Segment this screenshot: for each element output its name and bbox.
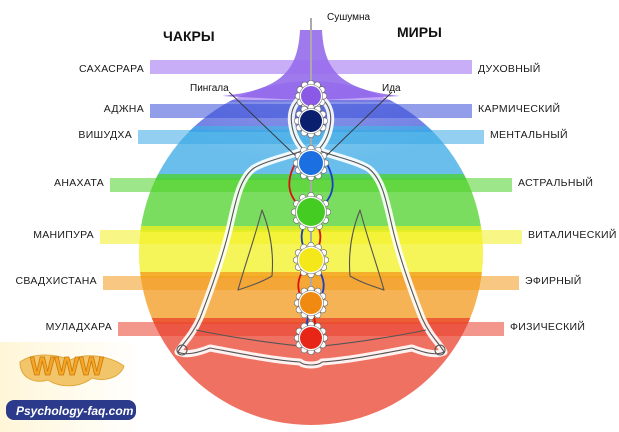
chakra-7 xyxy=(293,320,328,355)
world-map-icon xyxy=(19,354,125,387)
chakra-2 xyxy=(293,104,328,139)
chakra-label-7: МУЛАДХАРА xyxy=(46,321,112,333)
meditating-figure-outline xyxy=(177,96,445,365)
world-label-7: ФИЗИЧЕСКИЙ xyxy=(510,320,585,333)
chakra-1 xyxy=(294,80,327,113)
world-label-6: ЭФИРНЫЙ xyxy=(525,274,582,287)
world-label-2: КАРМИЧЕСКИЙ xyxy=(478,102,560,115)
level-labels: САХАСРАРА ДУХОВНЫЙ АДЖНА КАРМИЧЕСКИЙ ВИШУДХА… xyxy=(16,62,617,333)
sushumna-label: Сушумна xyxy=(327,12,371,23)
chakra-5 xyxy=(292,242,329,278)
chakras-header: ЧАКРЫ xyxy=(163,28,215,44)
watermark-site: Psychology-faq.com xyxy=(16,404,134,418)
chakra-label-5: МАНИПУРА xyxy=(33,229,94,241)
worlds-header: МИРЫ xyxy=(397,24,442,40)
chakra-label-3: ВИШУДХА xyxy=(78,129,132,141)
pingala-label: Пингала xyxy=(190,83,229,94)
chakra-label-2: АДЖНА xyxy=(104,103,144,115)
chakra-3 xyxy=(292,145,329,182)
world-label-4: АСТРАЛЬНЫЙ xyxy=(518,176,593,189)
ida-label: Ида xyxy=(382,83,401,94)
chakra-points xyxy=(290,80,331,355)
world-label-3: МЕНТАЛЬНЫЙ xyxy=(490,128,568,141)
world-label-5: ВИТАЛИЧЕСКИЙ xyxy=(528,228,617,241)
watermark-logo: WWW xyxy=(30,351,104,381)
world-label-1: ДУХОВНЫЙ xyxy=(478,62,541,75)
chakra-label-1: САХАСРАРА xyxy=(79,63,144,75)
chakra-4 xyxy=(290,192,331,233)
site-watermark: WWW Psychology-faq.com xyxy=(0,342,142,432)
chakra-label-6: СВАДХИСТАНА xyxy=(16,275,97,287)
chakra-label-4: АНАХАТА xyxy=(54,177,104,189)
chakra-6 xyxy=(293,285,328,320)
